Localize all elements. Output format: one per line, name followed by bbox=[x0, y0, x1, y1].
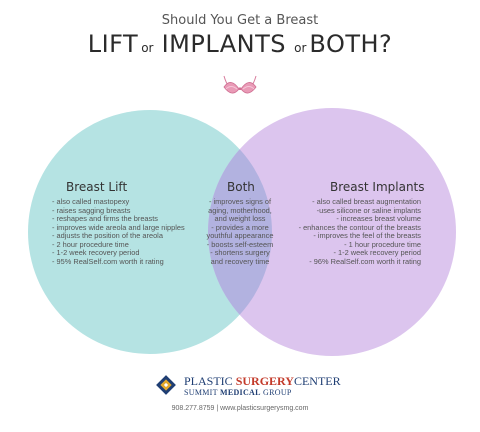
list-item: - shortens surgery bbox=[210, 248, 270, 257]
list-item: - increases breast volume bbox=[336, 214, 421, 223]
list-item: - 1-2 week recovery period bbox=[52, 248, 140, 257]
contact-info: 908.277.8759 | www.plasticsurgerysmg.com bbox=[171, 405, 309, 412]
both-title: Both bbox=[227, 180, 255, 194]
headline-or-1: or bbox=[141, 41, 154, 55]
list-item: - provides a more bbox=[211, 222, 269, 232]
list-item: - 1-2 week recovery period bbox=[333, 248, 422, 257]
list-item: - boosts self-esteem bbox=[206, 239, 274, 249]
list-item: and weight loss bbox=[214, 214, 266, 223]
implants-list: - also called breast augmentation -uses … bbox=[298, 197, 422, 266]
logo-icon bbox=[156, 375, 176, 395]
lift-circle bbox=[28, 110, 272, 354]
implants-title: Breast Implants bbox=[330, 180, 425, 194]
brand-name: PLASTIC SURGERYCENTER bbox=[184, 374, 341, 388]
list-item: - raises sagging breasts bbox=[52, 205, 131, 215]
bra-icon bbox=[223, 75, 257, 94]
brand-group: SUMMIT MEDICAL GROUP bbox=[184, 388, 292, 397]
lift-title: Breast Lift bbox=[66, 180, 128, 194]
list-item: - also called mastopexy bbox=[52, 197, 130, 206]
headline-both: BOTH? bbox=[309, 30, 393, 58]
implants-circle bbox=[208, 108, 456, 356]
headline-or-2: or bbox=[294, 41, 307, 55]
list-item: -uses silicone or saline implants bbox=[316, 205, 421, 215]
list-item: - adjusts the position of the areola bbox=[52, 231, 163, 240]
list-item: youthful appearance bbox=[206, 231, 274, 240]
list-item: - enhances the contour of the breasts bbox=[298, 222, 421, 232]
list-item: aging, motherhood, bbox=[208, 205, 272, 215]
headline-implants: IMPLANTS bbox=[161, 30, 287, 58]
list-item: - improves wide areola and large nipples bbox=[52, 222, 185, 232]
list-item: and recovery time bbox=[210, 256, 270, 266]
list-item: - 1 hour procedure time bbox=[344, 239, 421, 249]
both-list: - improves signs of aging, motherhood, a… bbox=[190, 197, 290, 266]
list-item: - reshapes and firms the breasts bbox=[52, 214, 158, 223]
headline-lift: LIFT bbox=[87, 30, 139, 58]
list-item: - improves signs of bbox=[208, 197, 272, 206]
list-item: - 2 hour procedure time bbox=[52, 239, 129, 249]
list-item: - improves the feel of the breasts bbox=[313, 231, 421, 240]
lift-list: - also called mastopexy - raises sagging… bbox=[52, 197, 185, 266]
list-item: - also called breast augmentation bbox=[312, 197, 421, 206]
subtitle: Should You Get a Breast bbox=[161, 13, 319, 28]
list-item: - 95% RealSelf.com worth it rating bbox=[52, 256, 164, 266]
list-item: - 96% RealSelf.com worth it rating bbox=[309, 256, 421, 266]
